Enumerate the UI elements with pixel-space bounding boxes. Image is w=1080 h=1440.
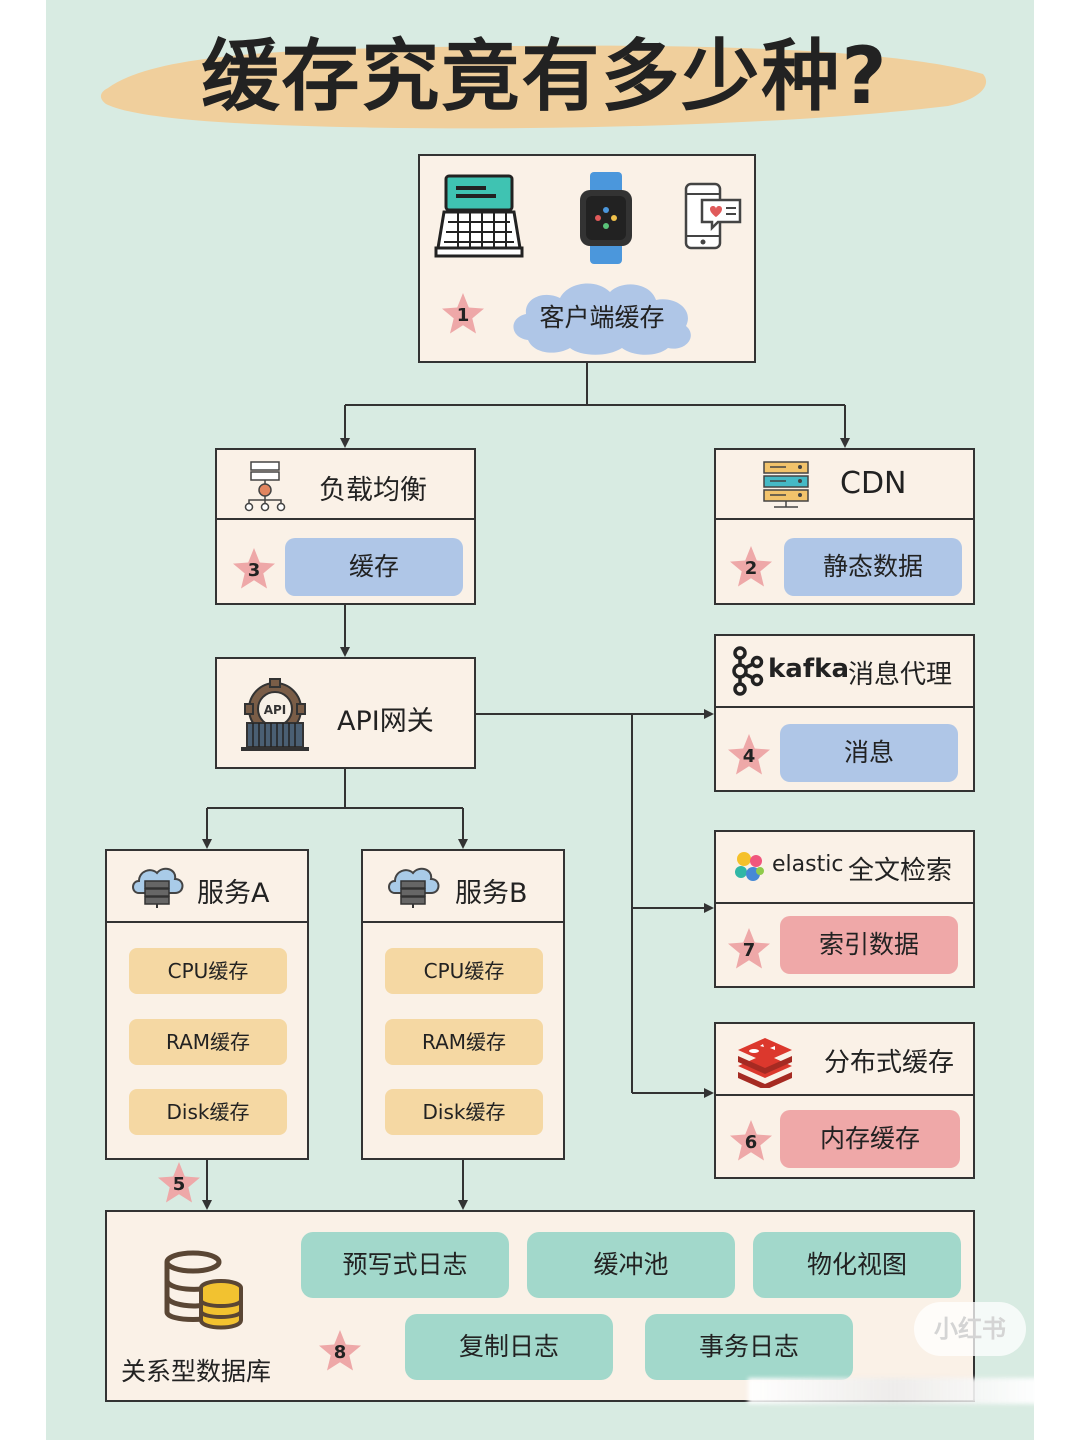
redis-header: 分布式缓存	[824, 1048, 955, 1078]
star-icon	[158, 1162, 200, 1203]
service-a-header: 服务A	[197, 878, 270, 909]
page-title: 缓存究竟有多少种?	[201, 32, 889, 122]
divider	[107, 921, 307, 923]
db-materialized-view-pill: 物化视图	[753, 1232, 961, 1298]
elastic-header: 全文检索	[848, 856, 953, 886]
cloud-server-icon	[388, 867, 440, 908]
service-b-disk-cache: Disk缓存	[385, 1089, 543, 1135]
kafka-message-pill: 消息	[780, 724, 958, 782]
divider	[363, 921, 563, 923]
cdn-header: CDN	[840, 466, 907, 501]
server-rack-icon	[763, 461, 809, 508]
divider	[716, 518, 973, 520]
cloud-icon	[513, 283, 691, 355]
star-badge-3: 3	[231, 546, 277, 592]
elastic-logo-icon	[735, 852, 764, 881]
phone-chat-icon	[684, 182, 742, 250]
lb-cache-pill: 缓存	[285, 538, 463, 596]
star-icon	[233, 548, 275, 589]
star-badge-4: 4	[726, 732, 772, 778]
network-icon	[244, 461, 286, 512]
redis-memory-cache-pill: 内存缓存	[780, 1110, 960, 1168]
divider	[716, 1094, 973, 1096]
client-cache-label: 客户端缓存	[539, 303, 665, 332]
laptop-icon	[434, 174, 524, 258]
service-a-box: 服务A CPU缓存 RAM缓存 Disk缓存	[105, 849, 309, 1160]
service-b-box: 服务B CPU缓存 RAM缓存 Disk缓存	[361, 849, 565, 1160]
cloud-server-icon	[132, 867, 184, 908]
star-icon	[728, 928, 770, 969]
blurred-strip	[748, 1378, 1038, 1404]
elastic-logo-text: elastic	[772, 852, 844, 877]
service-b-cpu-cache: CPU缓存	[385, 948, 543, 994]
star-badge-8: 8	[317, 1328, 363, 1374]
database-box: 关系型数据库 8 预写式日志 缓冲池 物化视图 复制日志 事务日志	[105, 1210, 975, 1402]
db-transaction-log-pill: 事务日志	[645, 1314, 853, 1380]
title-brush-stroke	[100, 45, 987, 129]
divider	[217, 518, 474, 520]
star-badge-5: 5	[156, 1160, 202, 1206]
star-icon	[319, 1330, 361, 1371]
kafka-logo-icon	[732, 646, 764, 696]
database-icon	[164, 1250, 243, 1330]
service-b-ram-cache: RAM缓存	[385, 1019, 543, 1065]
star-badge-7: 7	[726, 926, 772, 972]
service-a-disk-cache: Disk缓存	[129, 1089, 287, 1135]
api-icon-text: API	[264, 703, 287, 717]
redis-box: 分布式缓存 6 内存缓存	[714, 1022, 975, 1179]
cdn-box: CDN 2 静态数据	[714, 448, 975, 605]
api-gateway-box: API API网关	[215, 657, 476, 769]
service-a-ram-cache: RAM缓存	[129, 1019, 287, 1065]
cdn-static-data-pill: 静态数据	[784, 538, 962, 596]
load-balancer-box: 负载均衡 3 缓存	[215, 448, 476, 605]
database-label: 关系型数据库	[121, 1357, 272, 1386]
kafka-box: kafka 消息代理 4 消息	[714, 634, 975, 792]
kafka-header: 消息代理	[848, 660, 953, 690]
client-box: 1 客户端缓存	[418, 154, 756, 363]
db-buffer-pool-pill: 缓冲池	[527, 1232, 735, 1298]
redis-logo-icon	[738, 1038, 792, 1088]
api-gateway-header: API网关	[337, 706, 434, 737]
elastic-box: elastic 全文检索 7 索引数据	[714, 830, 975, 988]
smartwatch-icon	[580, 172, 632, 264]
star-badge-1: 1	[440, 291, 486, 337]
star-icon	[442, 293, 484, 334]
divider	[716, 706, 973, 708]
db-wal-pill: 预写式日志	[301, 1232, 509, 1298]
load-balancer-header: 负载均衡	[319, 475, 427, 506]
watermark: 小红书	[914, 1302, 1026, 1356]
star-icon	[730, 546, 772, 587]
divider	[716, 902, 973, 904]
star-icon	[730, 1120, 772, 1161]
kafka-logo-text: kafka	[768, 654, 849, 684]
api-gear-icon: API	[241, 678, 309, 751]
star-badge-2: 2	[728, 544, 774, 590]
service-a-cpu-cache: CPU缓存	[129, 948, 287, 994]
db-replication-log-pill: 复制日志	[405, 1314, 613, 1380]
star-badge-6: 6	[728, 1118, 774, 1164]
star-icon	[728, 734, 770, 775]
elastic-index-data-pill: 索引数据	[780, 916, 958, 974]
service-b-header: 服务B	[455, 878, 528, 909]
